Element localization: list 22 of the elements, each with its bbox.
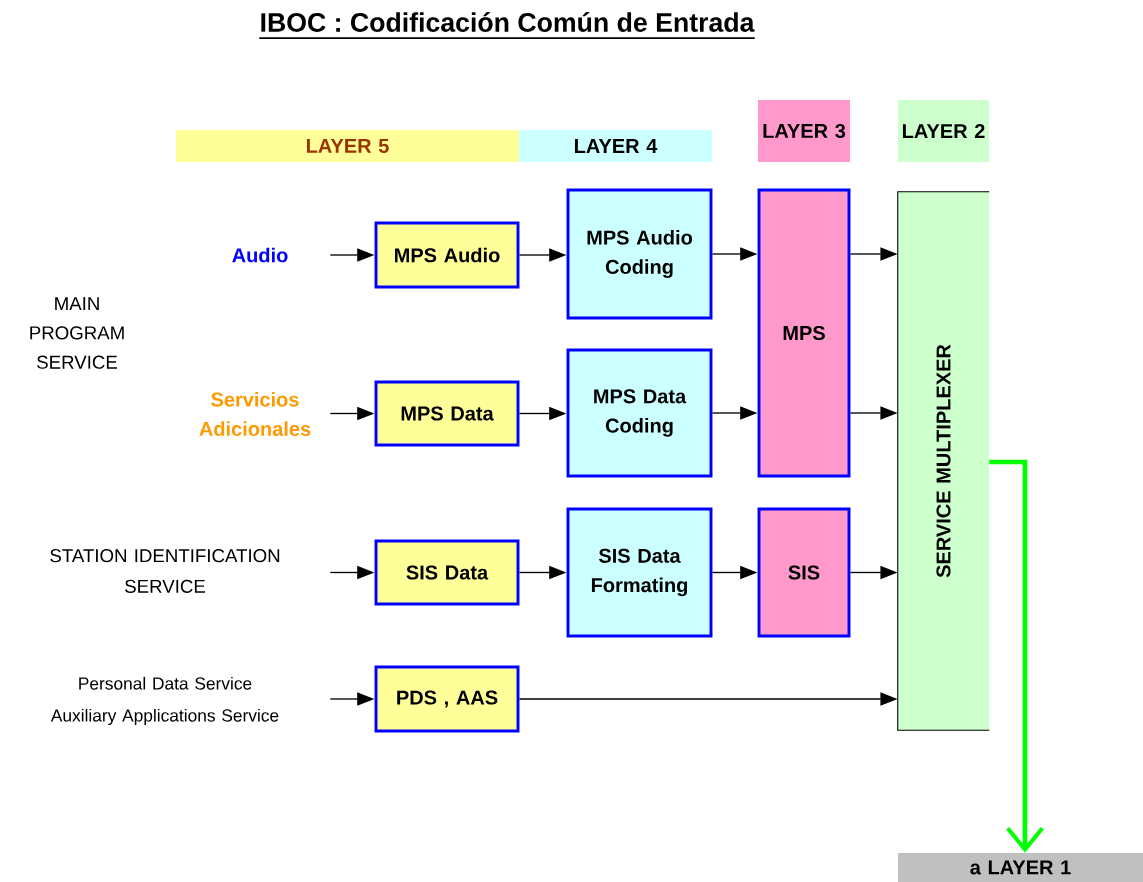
arrow xyxy=(989,459,1044,853)
multiplexer-box: SERVICE MULTIPLEXER xyxy=(897,191,990,731)
output-band: a LAYER 1 xyxy=(898,853,1143,882)
process-box: MPS Audio Coding xyxy=(566,188,713,320)
input-label: Audio xyxy=(232,247,288,263)
process-box: MPS Data xyxy=(374,380,520,447)
title: IBOC : Codificación Común de Entrada xyxy=(258,12,756,40)
input-label: Servicios Adicionales xyxy=(199,392,311,436)
process-box: SIS Data xyxy=(374,539,520,606)
process-box: MPS Data Coding xyxy=(566,348,713,478)
layer-band: LAYER 5 xyxy=(176,130,519,162)
layer-band: LAYER 2 xyxy=(898,100,989,162)
service-label: MAIN PROGRAM SERVICE xyxy=(30,297,124,369)
process-box: SIS xyxy=(757,507,851,638)
process-box: PDS , AAS xyxy=(374,665,520,733)
process-box: MPS xyxy=(757,188,851,478)
service-label: STATION IDENTIFICATION SERVICE xyxy=(50,549,280,593)
layer-band: LAYER 4 xyxy=(519,130,712,162)
service-label: Personal Data Service Auxiliary Applications Service xyxy=(50,676,279,726)
process-box: MPS Audio xyxy=(374,221,520,289)
layer-band: LAYER 3 xyxy=(758,100,850,162)
process-box: SIS Data Formating xyxy=(566,507,713,638)
